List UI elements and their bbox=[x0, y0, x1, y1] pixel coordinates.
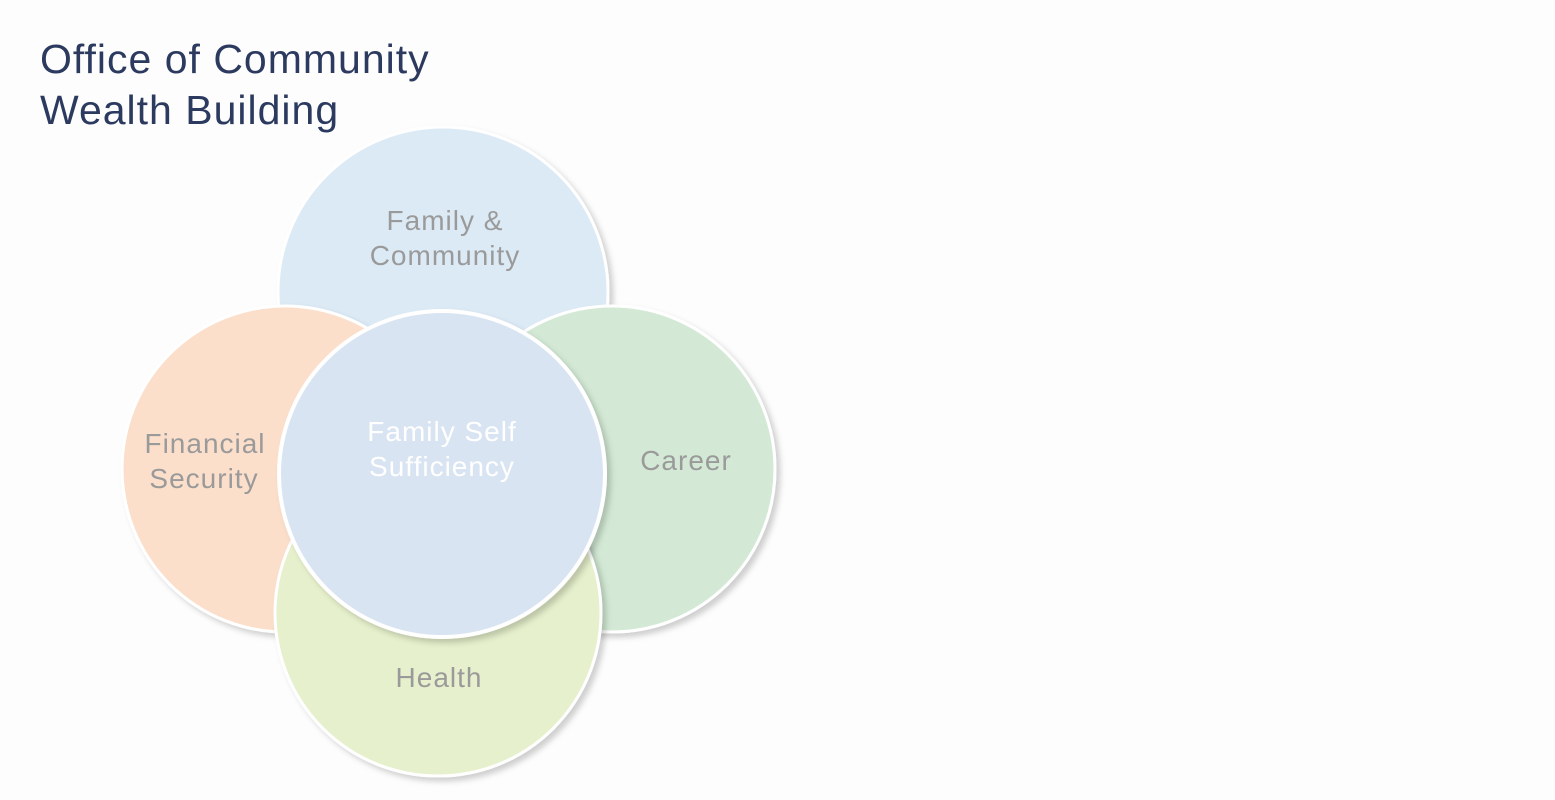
center-label-line-2: Sufficiency bbox=[369, 451, 515, 482]
center-label-line-1: Family Self bbox=[367, 416, 516, 447]
career-label: Career bbox=[640, 445, 732, 476]
family-community-label-line-2: Community bbox=[370, 240, 521, 271]
page-title-line-1: Office of Community bbox=[40, 36, 430, 82]
page-title-line-2: Wealth Building bbox=[40, 87, 340, 133]
financial-security-label-line-1: Financial bbox=[144, 428, 265, 459]
family-self-sufficiency-circle: Family Self Sufficiency bbox=[277, 309, 607, 639]
page-title: Office of Community Wealth Building bbox=[40, 34, 430, 136]
health-label: Health bbox=[396, 662, 483, 693]
financial-security-label-line-2: Security bbox=[149, 463, 258, 494]
family-community-label-line-1: Family & bbox=[387, 205, 504, 236]
